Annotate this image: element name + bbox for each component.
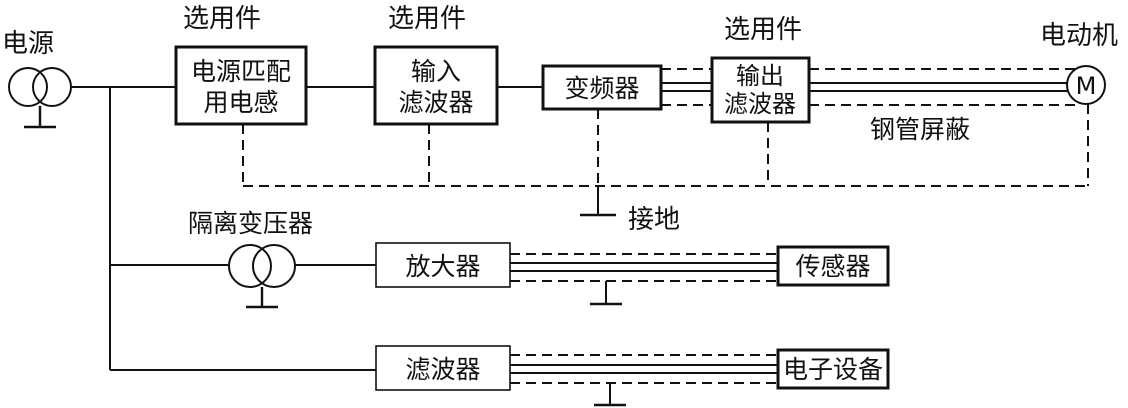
matching-inductor-label-line2: 用电感 [203, 88, 278, 117]
grounding-label: 接地 [628, 205, 680, 235]
input-filter-label-line1: 输入 [411, 57, 461, 86]
optional-component-label: 选用件 [183, 4, 261, 34]
isolation-transformer-label: 隔离变压器 [188, 209, 313, 238]
electronic-device-label: 电子设备 [783, 355, 883, 384]
shielded-cable-filter-device [510, 354, 778, 407]
sensor-block: 传感器 [776, 245, 890, 287]
shielded-cable-amplifier-sensor [510, 253, 778, 306]
input-filter-block: 输入 滤波器 [373, 45, 499, 126]
grounding-network [242, 104, 1089, 214]
shielded-cable-output-motor [809, 68, 1078, 106]
amplifier-label: 放大器 [405, 252, 480, 281]
amplifier-block: 放大器 [375, 242, 511, 288]
matching-inductor-block: 电源匹配 用电感 [174, 45, 308, 126]
filter-label: 滤波器 [405, 355, 480, 384]
power-source-transformer-icon [8, 67, 72, 129]
optional-component-label: 选用件 [724, 15, 802, 45]
motor-symbol-label: M [1076, 72, 1097, 100]
inverter-label: 变频器 [564, 74, 639, 103]
shielded-cable-inverter-output [661, 68, 712, 106]
output-filter-label-line2: 滤波器 [724, 90, 796, 118]
motor-icon: M [1066, 65, 1106, 105]
inverter-block: 变频器 [541, 64, 663, 111]
filter-block: 滤波器 [375, 345, 511, 391]
electronic-device-block: 电子设备 [776, 348, 890, 390]
input-filter-label-line2: 滤波器 [398, 88, 473, 117]
optional-component-label: 选用件 [388, 4, 466, 34]
matching-inductor-label-line1: 电源匹配 [191, 57, 291, 86]
isolation-transformer-icon [228, 244, 296, 309]
power-source-label: 电源 [2, 29, 54, 59]
steel-pipe-shield-label: 钢管屏蔽 [870, 115, 970, 144]
output-filter-block: 输出 滤波器 [710, 56, 811, 124]
motor-label: 电动机 [1040, 21, 1118, 51]
sensor-label: 传感器 [795, 252, 870, 281]
output-filter-label-line1: 输出 [736, 62, 784, 90]
